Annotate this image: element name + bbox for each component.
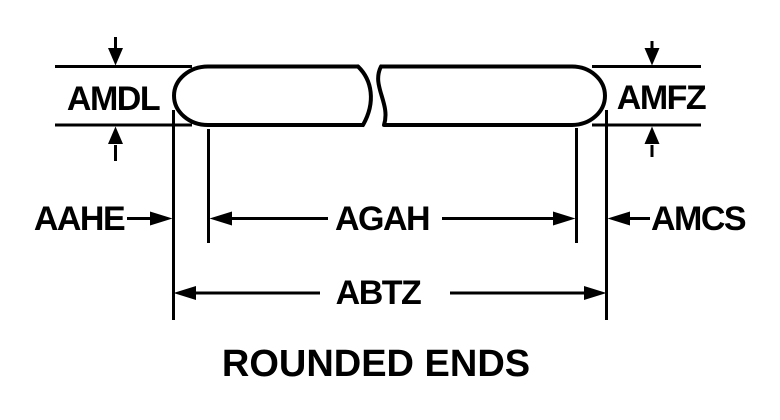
break-line-right [376, 64, 388, 127]
label-amcs: AMCS [651, 200, 746, 238]
amfz-arrow-bottom-head [644, 126, 660, 144]
amdl-arrow-top-head [108, 48, 123, 66]
label-agah: AGAH [335, 200, 429, 238]
diagram-title: ROUNDED ENDS [222, 343, 530, 385]
amcs-arrow-head [607, 211, 630, 226]
agah-arrow-right-head [553, 211, 576, 226]
label-amdl: AMDL [67, 80, 160, 118]
abtz-arrow-left-head [173, 286, 196, 300]
agah-arrow-left-head [209, 211, 232, 226]
abtz-arrow-right-head [584, 286, 607, 300]
part-outline-right [381, 64, 607, 127]
label-abtz: ABTZ [336, 274, 421, 312]
amfz-arrow-top-head [644, 48, 660, 66]
amdl-arrow-bottom-head [108, 126, 123, 144]
break-line-left [356, 64, 373, 127]
label-aahe: AAHE [34, 200, 125, 238]
label-amfz: AMFZ [617, 79, 706, 117]
part-outline-left [172, 64, 364, 127]
aahe-arrow-head [150, 211, 173, 226]
